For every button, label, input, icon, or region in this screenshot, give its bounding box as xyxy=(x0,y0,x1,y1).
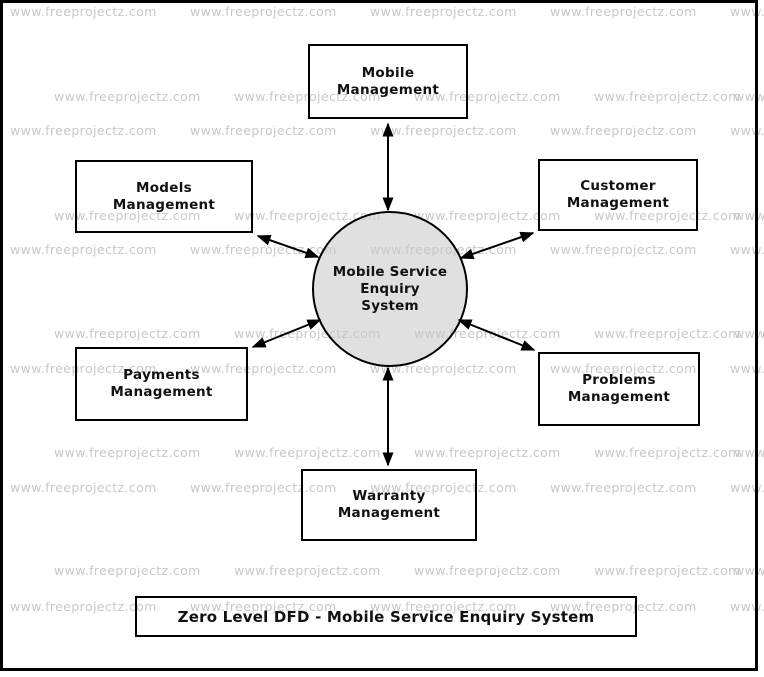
entity-box-models-management: Models Management xyxy=(75,160,253,233)
watermark-text: www.freeprojectz.com xyxy=(730,123,764,138)
watermark-text: www.freeprojectz.com xyxy=(730,242,764,257)
watermark-text: www.freeprojectz.com xyxy=(594,89,741,104)
entity-label-line: Problems xyxy=(582,372,656,388)
entity-label-line: Warranty xyxy=(352,488,426,504)
watermark-text: www.freeprojectz.com xyxy=(234,445,381,460)
entity-label-line: Mobile xyxy=(361,64,415,81)
watermark-text: www.freeprojectz.com xyxy=(190,4,337,19)
entity-label-line: Management xyxy=(110,384,213,400)
process-label-line: Mobile Service xyxy=(332,263,448,280)
watermark-text: www.freeprojectz.com xyxy=(730,4,764,19)
entity-label-line: Management xyxy=(566,195,670,211)
watermark-text: www.freeprojectz.com xyxy=(734,445,764,460)
watermark-text: www.freeprojectz.com xyxy=(234,563,381,578)
entity-label-line: Management xyxy=(112,196,216,213)
entity-box-customer-management: Customer Management xyxy=(538,159,698,231)
watermark-text: www.freeprojectz.com xyxy=(730,361,764,376)
arrow-problems-management xyxy=(457,319,536,351)
diagram-title: Zero Level DFD - Mobile Service Enquiry … xyxy=(177,607,595,626)
watermark-text: www.freeprojectz.com xyxy=(10,123,157,138)
watermark-text: www.freeprojectz.com xyxy=(414,445,561,460)
watermark-text: www.freeprojectz.com xyxy=(730,599,764,614)
arrow-customer-management xyxy=(459,231,535,260)
watermark-text: www.freeprojectz.com xyxy=(734,89,764,104)
diagram-title-box: Zero Level DFD - Mobile Service Enquiry … xyxy=(135,596,637,637)
watermark-text: www.freeprojectz.com xyxy=(190,123,337,138)
process-label-line: Enquiry xyxy=(360,280,420,297)
entity-label-line: Models xyxy=(136,179,192,196)
entity-label-line: Customer xyxy=(580,178,656,194)
entity-box-mobile-management: Mobile Management xyxy=(308,44,468,119)
entity-label-line: Management xyxy=(337,505,441,521)
entity-label-line: Management xyxy=(336,81,440,98)
entity-label-line: Payments xyxy=(123,367,200,383)
watermark-text: www.freeprojectz.com xyxy=(414,563,561,578)
watermark-text: www.freeprojectz.com xyxy=(10,480,157,495)
watermark-text: www.freeprojectz.com xyxy=(54,563,201,578)
process-circle-mobile-service-enquiry-system: Mobile Service Enquiry System xyxy=(312,211,468,367)
watermark-text: www.freeprojectz.com xyxy=(550,242,697,257)
watermark-text: www.freeprojectz.com xyxy=(54,445,201,460)
entity-box-payments-management: Payments Management xyxy=(75,347,248,421)
watermark-text: www.freeprojectz.com xyxy=(10,4,157,19)
watermark-text: www.freeprojectz.com xyxy=(370,4,517,19)
entity-box-warranty-management: Warranty Management xyxy=(301,469,477,541)
watermark-text: www.freeprojectz.com xyxy=(370,123,517,138)
watermark-text: www.freeprojectz.com xyxy=(594,326,741,341)
arrow-payments-management xyxy=(251,319,322,348)
watermark-text: www.freeprojectz.com xyxy=(10,242,157,257)
watermark-text: www.freeprojectz.com xyxy=(190,242,337,257)
process-label-line: System xyxy=(361,297,419,314)
watermark-text: www.freeprojectz.com xyxy=(734,208,764,223)
watermark-text: www.freeprojectz.com xyxy=(734,326,764,341)
watermark-text: www.freeprojectz.com xyxy=(734,563,764,578)
watermark-text: www.freeprojectz.com xyxy=(550,123,697,138)
watermark-text: www.freeprojectz.com xyxy=(54,89,201,104)
watermark-text: www.freeprojectz.com xyxy=(550,4,697,19)
watermark-text: www.freeprojectz.com xyxy=(550,480,697,495)
arrow-models-management xyxy=(256,234,320,259)
watermark-text: www.freeprojectz.com xyxy=(54,326,201,341)
entity-label-line: Management xyxy=(567,389,671,405)
watermark-text: www.freeprojectz.com xyxy=(594,563,741,578)
watermark-text: www.freeprojectz.com xyxy=(594,445,741,460)
watermark-text: www.freeprojectz.com xyxy=(730,480,764,495)
entity-box-problems-management: Problems Management xyxy=(538,352,700,426)
